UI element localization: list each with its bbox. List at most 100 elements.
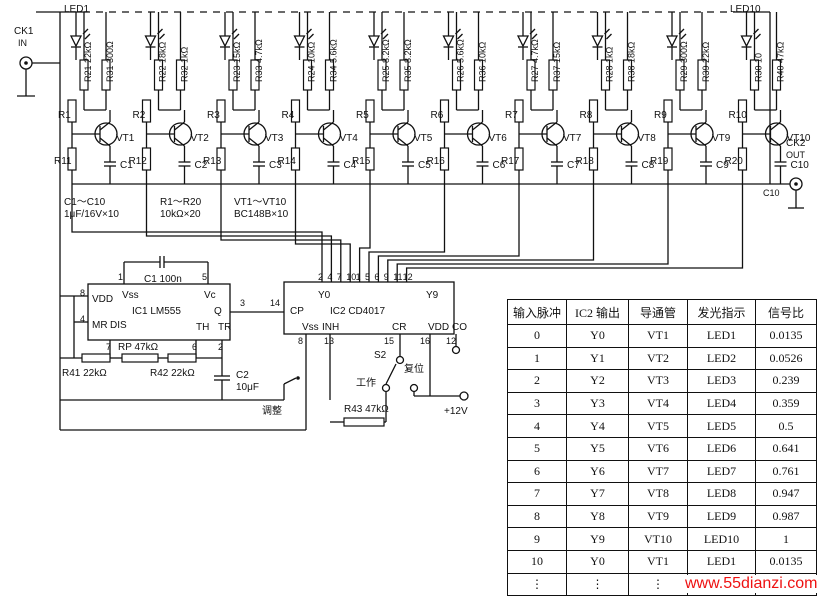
drive-line bbox=[220, 184, 342, 270]
cell-input-pulse: 10 bbox=[507, 549, 567, 574]
transistor-emitter bbox=[472, 137, 483, 147]
base-resistor-label: R6 bbox=[431, 110, 444, 121]
cell-ic2-output: Y6 bbox=[566, 459, 629, 484]
led-ray bbox=[84, 33, 91, 40]
ic2-pin15: 15 bbox=[384, 336, 394, 346]
ic2-top-pin: 2 bbox=[318, 272, 323, 282]
rp-label: RP 47kΩ bbox=[118, 342, 159, 353]
c2-value: 10μF bbox=[236, 382, 259, 393]
transistor-collector bbox=[99, 121, 111, 131]
ic1-q: Q bbox=[214, 306, 222, 317]
transistor-emitter bbox=[323, 137, 334, 147]
cell-ratio: 1 bbox=[755, 527, 817, 551]
ic2-top-pin: 12 bbox=[403, 272, 413, 282]
ic2-top-pin: 9 bbox=[384, 272, 389, 282]
cell-led: LED4 bbox=[687, 391, 756, 416]
cell-ic2-output: Y9 bbox=[566, 527, 629, 551]
collector-resistor-label: R23 15kΩ bbox=[232, 41, 242, 82]
bias-resistor-label: R14 bbox=[278, 156, 297, 167]
ic1-mr: MR bbox=[92, 320, 108, 331]
c2-label: C2 bbox=[236, 370, 249, 381]
res-note-value: 10kΩ×20 bbox=[160, 209, 201, 220]
led-icon bbox=[516, 35, 530, 48]
transistor-collector bbox=[770, 121, 781, 131]
cell-ic2-output: Y3 bbox=[566, 391, 629, 416]
adjust-switch bbox=[283, 377, 297, 385]
capacitor-label: C5 bbox=[418, 160, 431, 171]
transistor-collector bbox=[472, 121, 483, 131]
transistor-emitter bbox=[174, 137, 185, 147]
load-resistor-label: R38 18kΩ bbox=[627, 41, 637, 82]
cell-transistor: VT3 bbox=[628, 369, 688, 393]
ic2-top-pin: 11 bbox=[393, 272, 402, 282]
ck2-jack-pin bbox=[794, 182, 798, 186]
led-ray bbox=[606, 33, 612, 40]
led-ray bbox=[308, 33, 314, 40]
transistor-emitter bbox=[695, 137, 707, 147]
header-signal-ratio: 信号比 bbox=[755, 299, 817, 325]
collector-resistor-label: R25 8.2kΩ bbox=[381, 39, 391, 82]
cell-input-pulse: 5 bbox=[507, 436, 567, 461]
capacitor-label: C4 bbox=[344, 160, 357, 171]
ic2-top-pin: 7 bbox=[337, 272, 342, 282]
capacitor-label: C10 bbox=[791, 160, 810, 171]
transistor-collector bbox=[695, 121, 707, 131]
cell-transistor: VT10 bbox=[628, 527, 688, 551]
cell-input-pulse: 9 bbox=[507, 527, 567, 551]
cell-ic2-output: Y7 bbox=[566, 482, 629, 506]
switch-contact bbox=[296, 376, 300, 380]
ic2-pin13: 13 bbox=[324, 336, 334, 346]
bias-resistor-label: R11 bbox=[54, 156, 72, 167]
ic1-vdd: VDD bbox=[92, 294, 113, 305]
drive-line bbox=[368, 184, 446, 270]
ck1-in-label: IN bbox=[18, 38, 27, 48]
collector-resistor-label: R21 22kΩ bbox=[83, 41, 93, 82]
ic1-pin3: 3 bbox=[240, 298, 245, 308]
ic1-dis: DIS bbox=[110, 320, 127, 331]
ic2-top-pin: 10 bbox=[346, 272, 356, 282]
capacitor-label: C1 bbox=[120, 160, 133, 171]
transistor-collector bbox=[248, 121, 260, 131]
capacitor-label: C2 bbox=[195, 160, 208, 171]
caps-note: C1～C10 bbox=[64, 197, 106, 208]
supply-terminal bbox=[459, 391, 469, 401]
ic1-pin2: 2 bbox=[218, 342, 223, 352]
cell-ratio: 0.5 bbox=[755, 414, 817, 438]
base-resistor-label: R7 bbox=[505, 110, 518, 121]
cell-ic2-output: Y8 bbox=[566, 504, 629, 529]
cell-ratio: 0.947 bbox=[755, 482, 817, 506]
ic2-cr: CR bbox=[392, 322, 406, 333]
capacitor-label: C8 bbox=[642, 160, 655, 171]
led1-label: LED1 bbox=[64, 4, 89, 15]
transistor-label: VT1 bbox=[116, 133, 135, 144]
transistor-label: VT3 bbox=[265, 133, 284, 144]
s2-label: S2 bbox=[374, 350, 387, 361]
cell-transistor: VT7 bbox=[628, 459, 688, 484]
ic2-top-pin: 5 bbox=[365, 272, 370, 282]
led-icon bbox=[218, 35, 232, 48]
cell-transistor: VT9 bbox=[628, 504, 688, 529]
reset-label: 复位 bbox=[404, 362, 424, 375]
ic1-tr: TR bbox=[218, 322, 231, 333]
collector-resistor-label: R24 10kΩ bbox=[307, 41, 317, 82]
transistor-label: VT10 bbox=[787, 133, 811, 144]
ic2-co: CO bbox=[452, 322, 467, 333]
cell-led: LED6 bbox=[687, 436, 756, 461]
header-ic2-output: IC2 输出 bbox=[566, 299, 629, 325]
supply-label: +12V bbox=[444, 406, 468, 417]
cell-transistor: VT2 bbox=[628, 346, 688, 371]
led-icon bbox=[293, 35, 306, 48]
transistor-emitter bbox=[248, 137, 260, 147]
load-resistor-label: R37 15kΩ bbox=[552, 41, 562, 82]
ic2-inh: INH bbox=[322, 322, 339, 333]
cell-input-pulse: 0 bbox=[507, 324, 567, 348]
ic2-pin14: 14 bbox=[270, 298, 280, 308]
transistor-emitter bbox=[621, 137, 632, 147]
table-header-row: 输入脉冲 IC2 输出 导通管 发光指示 信号比 bbox=[507, 299, 817, 325]
cell-input-pulse: 8 bbox=[507, 504, 567, 529]
co-terminal bbox=[451, 345, 461, 355]
base-resistor-label: R10 bbox=[729, 110, 748, 121]
